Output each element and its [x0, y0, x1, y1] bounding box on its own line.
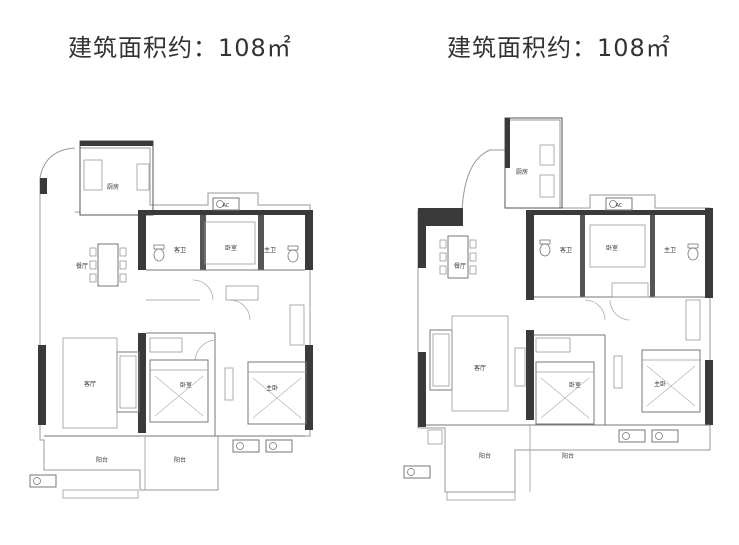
label-guest-bath-b: 客卫	[560, 246, 572, 254]
label-balcony-right-a: 阳台	[174, 456, 186, 464]
label-balcony-left-a: 阳台	[96, 456, 108, 464]
floor-plan-a: 厨房 客卫 卧室 主卫 餐厅 客厅 卧室 主卧 阳台 阳台 AC	[29, 140, 313, 499]
label-bedroom-top-a: 卧室	[225, 244, 237, 252]
label-ac-a: AC	[223, 203, 230, 209]
label-kitchen-a: 厨房	[107, 183, 119, 191]
label-dining-a: 餐厅	[76, 262, 88, 270]
area-label-plan-b: 建筑面积约：108㎡	[447, 34, 671, 62]
label-guest-bath-a: 客卫	[174, 246, 186, 254]
label-bedroom-mid-a: 卧室	[180, 381, 192, 389]
label-balcony-left-b: 阳台	[479, 452, 491, 460]
label-master-bed-b: 主卧	[654, 380, 666, 388]
label-master-bed-a: 主卧	[266, 384, 278, 392]
label-ac-b: AC	[616, 203, 623, 209]
area-label-plan-a: 建筑面积约：108㎡	[68, 34, 292, 62]
label-living-a: 客厅	[84, 380, 96, 388]
label-balcony-right-b: 阳台	[562, 452, 574, 460]
label-master-bath-a: 主卫	[264, 246, 276, 254]
floor-plan-b: 厨房 客卫 卧室 主卫 餐厅 客厅 卧室 主卧 阳台 阳台 AC	[403, 117, 713, 501]
label-living-b: 客厅	[474, 364, 486, 372]
label-master-bath-b: 主卫	[664, 246, 676, 254]
label-kitchen-b: 厨房	[516, 168, 528, 176]
label-bedroom-mid-b: 卧室	[569, 381, 581, 389]
label-dining-b: 餐厅	[454, 262, 466, 270]
label-bedroom-top-b: 卧室	[606, 244, 618, 252]
